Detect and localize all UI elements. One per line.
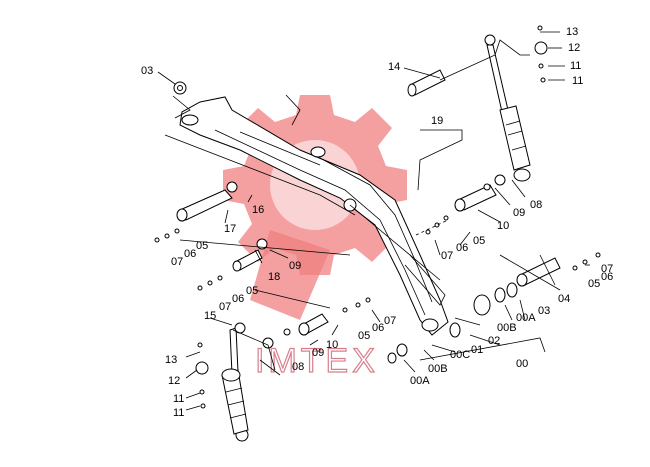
label-00: 00	[516, 358, 528, 370]
label-00B: 00B	[497, 322, 517, 334]
watermark-text: IMTEX	[255, 342, 379, 380]
label-06: 06	[601, 271, 613, 283]
label-05: 05	[358, 330, 370, 342]
pins-and-bushings	[173, 69, 561, 364]
leader-lines	[157, 31, 590, 411]
label-11: 11	[572, 75, 583, 87]
label-02: 02	[488, 335, 500, 347]
label-01: 01	[471, 344, 483, 356]
label-07: 07	[441, 250, 453, 262]
label-05: 05	[588, 278, 600, 290]
label-13: 13	[566, 26, 578, 38]
label-09: 09	[513, 207, 525, 219]
label-07: 07	[384, 315, 396, 327]
bolts-and-nuts	[154, 25, 601, 409]
label-07: 07	[219, 301, 231, 313]
lower-boom-cylinder	[221, 327, 249, 442]
label-05: 05	[246, 285, 258, 297]
label-08: 08	[292, 361, 304, 373]
label-17: 17	[224, 223, 236, 235]
label-11: 11	[173, 393, 184, 405]
label-03: 03	[141, 65, 153, 77]
label-12: 12	[168, 375, 180, 387]
label-06: 06	[456, 242, 468, 254]
label-03: 03	[538, 305, 550, 317]
label-06: 06	[372, 322, 384, 334]
label-13: 13	[165, 354, 177, 366]
label-10: 10	[497, 220, 509, 232]
label-11: 11	[570, 60, 581, 72]
label-00A: 00A	[410, 375, 430, 387]
label-04: 04	[558, 293, 570, 305]
label-05: 05	[196, 240, 208, 252]
upper-boom-cylinder	[484, 34, 531, 182]
label-08: 08	[530, 199, 542, 211]
label-14: 14	[388, 61, 400, 73]
label-15: 15	[204, 310, 216, 322]
label-06: 06	[184, 248, 196, 260]
label-05: 05	[473, 235, 485, 247]
label-10: 10	[326, 339, 338, 351]
boom	[179, 96, 449, 336]
label-11: 11	[173, 407, 184, 419]
label-06: 06	[232, 293, 244, 305]
label-12: 12	[568, 42, 580, 54]
label-00C: 00C	[450, 349, 470, 361]
label-00B: 00B	[428, 363, 448, 375]
part-labels: 03 14 13 12 11 11 19 08 09 10 16 17 05 0…	[141, 26, 613, 419]
label-16: 16	[252, 204, 264, 216]
label-19: 19	[431, 115, 443, 127]
label-00A: 00A	[516, 312, 536, 324]
label-09: 09	[312, 347, 324, 359]
label-07: 07	[601, 263, 613, 275]
label-07: 07	[171, 256, 183, 268]
label-09: 09	[289, 260, 301, 272]
label-18: 18	[268, 271, 280, 283]
